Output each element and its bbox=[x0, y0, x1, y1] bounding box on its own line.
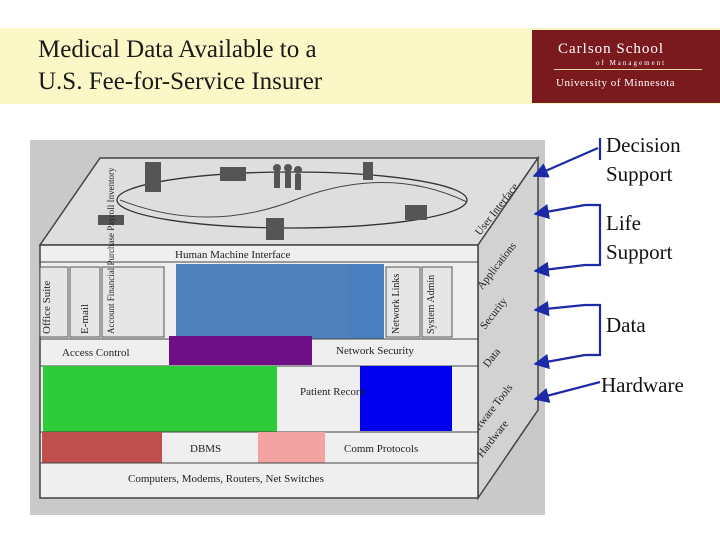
slide-title-line-1: Medical Data Available to a bbox=[38, 36, 317, 63]
comm-protocols-label: Comm Protocols bbox=[344, 443, 418, 455]
network-ellipse bbox=[116, 171, 468, 229]
logo-university: University of Minnesota bbox=[556, 77, 676, 89]
logo-management: of Management bbox=[596, 59, 667, 67]
label-hardware: Hardware bbox=[601, 373, 684, 397]
data-block-blue bbox=[360, 366, 452, 431]
dbms-label: DBMS bbox=[190, 443, 221, 455]
label-life-support: Life Support bbox=[606, 211, 673, 264]
carlson-school-logo: Carlson School of Management University … bbox=[532, 30, 720, 103]
label-decision-support: Decision Support bbox=[606, 133, 681, 186]
module-email: E-mail bbox=[79, 304, 91, 334]
arrow-decision-support bbox=[532, 146, 599, 178]
module-network-links: Network Links bbox=[391, 274, 402, 334]
bracket-data bbox=[585, 303, 602, 357]
data-block bbox=[43, 366, 277, 432]
hardware-block-red bbox=[42, 432, 162, 463]
bracket-life bbox=[585, 203, 602, 267]
person-icon bbox=[273, 164, 281, 172]
slide-title: Medical Data Available to a U.S. Fee-for… bbox=[38, 34, 322, 98]
decision-support-block-right bbox=[348, 264, 384, 339]
life-support-block bbox=[169, 336, 312, 365]
decision-support-block bbox=[176, 264, 348, 339]
hardware-block-pink bbox=[258, 432, 325, 463]
network-link bbox=[119, 182, 468, 218]
bottle-icon bbox=[363, 162, 373, 180]
building-icon bbox=[145, 162, 161, 192]
user-icons bbox=[98, 162, 427, 240]
label-data: Data bbox=[606, 313, 646, 337]
logo-school-name: Carlson School bbox=[558, 41, 665, 57]
arrow-data-top bbox=[533, 300, 586, 317]
network-security-label: Network Security bbox=[336, 345, 414, 357]
human-machine-interface-label: Human Machine Interface bbox=[175, 249, 291, 261]
arrow-life-top bbox=[533, 203, 586, 220]
truck-icon bbox=[220, 167, 246, 181]
module-finance: Account Financial Purchase Payroll Inven… bbox=[106, 167, 116, 334]
logo-divider bbox=[554, 69, 702, 70]
module-system-admin: System Admin bbox=[426, 275, 437, 334]
hardware-base-label: Computers, Modems, Routers, Net Switches bbox=[128, 473, 324, 485]
arrow-hardware bbox=[533, 380, 601, 403]
access-control-label: Access Control bbox=[62, 347, 130, 359]
application-modules bbox=[39, 266, 453, 338]
patient-record-label: Patient Record bbox=[300, 386, 366, 398]
architecture-diagram: User Interface Applications Security Dat… bbox=[30, 140, 545, 515]
database-icon bbox=[98, 215, 124, 225]
module-office-suite: Office Suite bbox=[41, 281, 53, 334]
slide-title-line-2: U.S. Fee-for-Service Insurer bbox=[38, 68, 323, 95]
hospital-icon bbox=[266, 218, 284, 240]
house-icon bbox=[405, 205, 427, 220]
arrow-data-bottom bbox=[533, 353, 586, 370]
arrow-life-bottom bbox=[533, 261, 586, 277]
